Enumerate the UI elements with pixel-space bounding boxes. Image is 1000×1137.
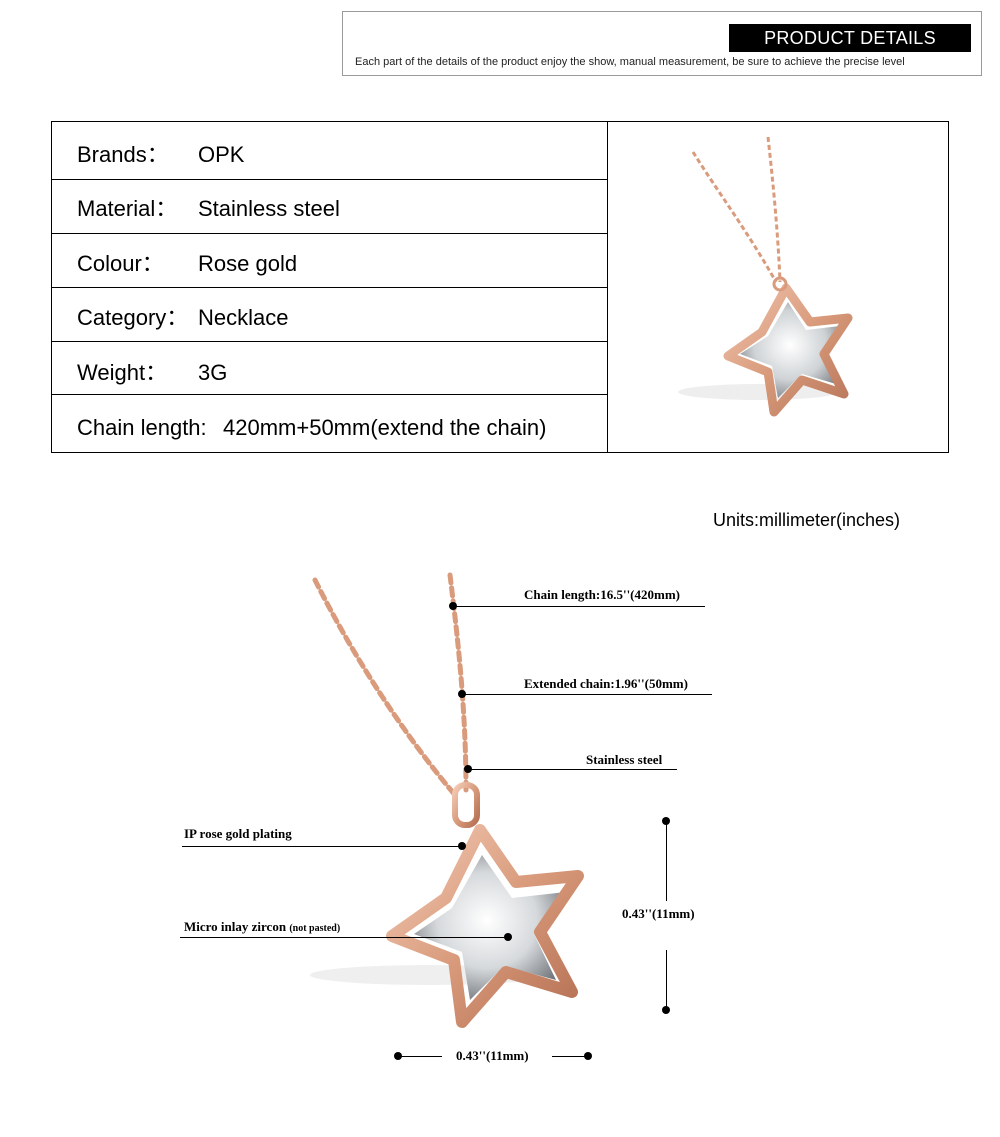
stainless-leader bbox=[468, 769, 677, 770]
product-details-header: PRODUCT DETAILS Each part of the details… bbox=[342, 11, 982, 76]
chain-length-callout: Chain length:16.5''(420mm) bbox=[524, 587, 680, 602]
spec-value: 3G bbox=[198, 360, 228, 385]
spec-label: Chain length: bbox=[77, 415, 207, 440]
height-dimension: 0.43''(11mm) bbox=[622, 906, 695, 921]
extended-chain-callout: Extended chain:1.96''(50mm) bbox=[524, 676, 688, 691]
zircon-label: Micro inlay zircon bbox=[184, 919, 287, 934]
header-title: PRODUCT DETAILS bbox=[729, 24, 971, 52]
chain-length-leader bbox=[453, 606, 705, 607]
spec-row-colour: Colour： Rose gold bbox=[52, 234, 607, 288]
spec-value: 420mm+50mm(extend the chain) bbox=[223, 415, 547, 440]
units-label: Units:millimeter(inches) bbox=[713, 510, 901, 530]
spec-value: Necklace bbox=[198, 305, 289, 330]
spec-row-weight: Weight： 3G bbox=[52, 342, 607, 395]
width-right-marker bbox=[584, 1052, 592, 1060]
spec-label: Brands： bbox=[77, 142, 169, 167]
spec-value: Stainless steel bbox=[198, 196, 340, 221]
zircon-callout: Micro inlay zircon (not pasted) bbox=[184, 919, 340, 935]
spec-label: Category： bbox=[77, 305, 189, 330]
spec-table: Brands： OPK Material： Stainless steel Co… bbox=[51, 121, 949, 453]
spec-row-category: Category： Necklace bbox=[52, 288, 607, 342]
spec-label: Colour： bbox=[77, 251, 164, 276]
header-subtitle: Each part of the details of the product … bbox=[355, 56, 905, 68]
extended-chain-leader bbox=[462, 694, 712, 695]
height-line-bottom bbox=[666, 950, 667, 1010]
spec-value: Rose gold bbox=[198, 251, 298, 276]
zircon-leader bbox=[180, 937, 506, 938]
plating-marker bbox=[458, 842, 466, 850]
spec-label: Weight： bbox=[77, 360, 168, 385]
zircon-marker bbox=[504, 933, 512, 941]
height-bottom-marker bbox=[662, 1006, 670, 1014]
spec-row-chain-length: Chain length: 420mm+50mm(extend the chai… bbox=[52, 395, 607, 452]
height-line-top bbox=[666, 821, 667, 901]
dimension-diagram: Chain length:16.5''(420mm) Extended chai… bbox=[0, 560, 1000, 1120]
spec-label: Material： bbox=[77, 196, 178, 221]
spec-rows: Brands： OPK Material： Stainless steel Co… bbox=[52, 122, 608, 452]
stainless-callout: Stainless steel bbox=[586, 752, 663, 767]
star-pendant-icon bbox=[678, 136, 853, 417]
width-line-right bbox=[552, 1056, 588, 1057]
product-photo bbox=[608, 122, 948, 452]
width-dimension: 0.43''(11mm) bbox=[456, 1048, 529, 1063]
spec-row-brand: Brands： OPK bbox=[52, 122, 607, 180]
spec-row-material: Material： Stainless steel bbox=[52, 180, 607, 234]
width-line-left bbox=[398, 1056, 442, 1057]
spec-value: OPK bbox=[198, 142, 245, 167]
plating-leader bbox=[182, 846, 460, 847]
large-star-pendant-icon bbox=[310, 572, 584, 1028]
plating-callout: IP rose gold plating bbox=[184, 826, 292, 841]
zircon-note: (not pasted) bbox=[289, 923, 341, 934]
